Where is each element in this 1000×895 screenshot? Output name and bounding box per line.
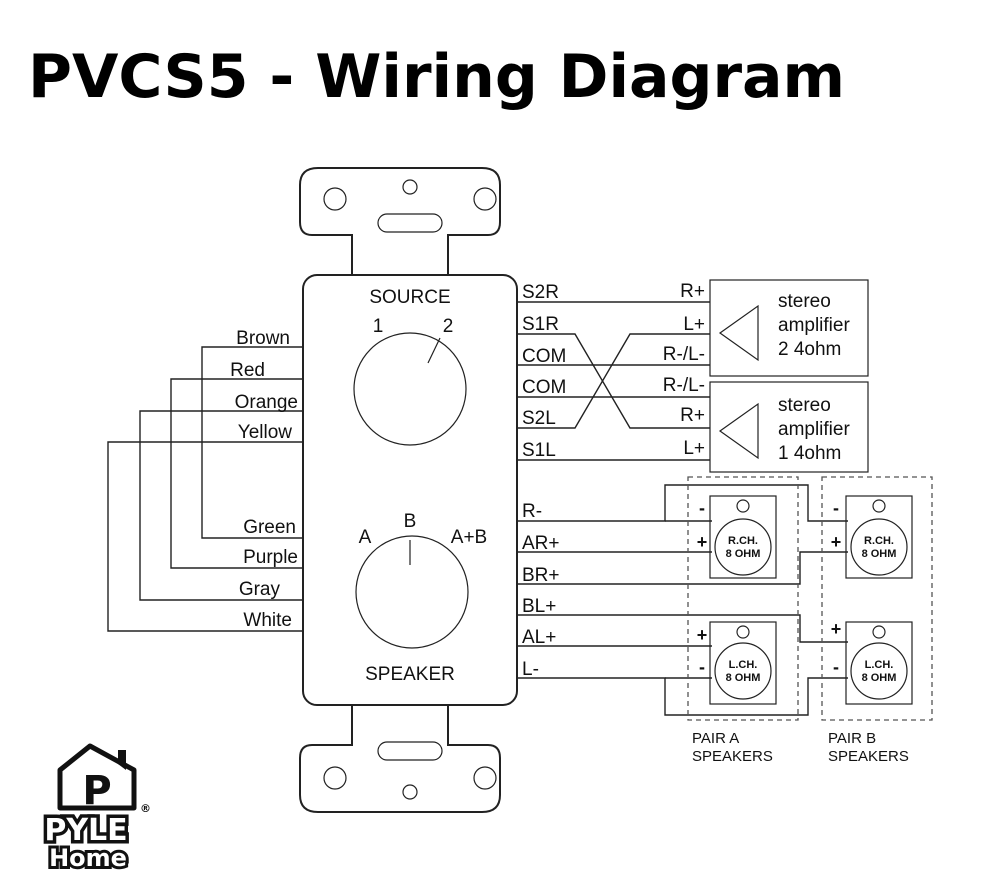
speaker-position-b: B [404,511,417,532]
terminal-s2r: S2R [522,282,559,303]
amp1-text-line3: 1 4ohm [778,443,841,464]
wire-label-white: White [243,610,292,631]
pair-b-right-label-1: R.CH. [864,535,894,547]
amp2-text-line1: stereo [778,291,831,312]
pair-b-right-plus: + [831,532,842,552]
amp1-text-line2: amplifier [778,419,850,440]
wire-label-gray: Gray [239,579,281,600]
wire-label-brown: Brown [236,328,290,349]
amp2-text-line3: 2 4ohm [778,339,841,360]
wall-plate [299,167,518,813]
speaker-terminals: R- AR+ BR+ BL+ AL+ L- [517,484,848,716]
amp2-input-lplus: L+ [683,314,705,335]
pair-b-left-plus: + [831,619,842,639]
terminal-com-1: COM [522,346,566,367]
pair-a-left-label-2: 8 OHM [726,672,761,684]
logo-registered: ® [140,802,151,815]
pair-a-right-label-2: 8 OHM [726,548,761,560]
terminal-s1l: S1L [522,440,556,461]
amp2-input-common: R-/L- [663,344,705,365]
page-title: PVCS5 - Wiring Diagram [28,42,845,112]
wire-label-green: Green [243,517,296,538]
pair-b-caption-1: PAIR B [828,730,876,747]
wire-label-orange: Orange [235,392,298,413]
wire-label-purple: Purple [243,547,298,568]
pair-a-right-label-1: R.CH. [728,535,758,547]
logo-brand: PYLE [44,813,127,848]
speaker-position-ab: A+B [451,527,487,548]
logo-letter: P [82,768,111,814]
amp1-input-rplus: R+ [680,405,705,426]
pair-a-caption-1: PAIR A [692,730,739,747]
terminal-r-minus: R- [522,501,542,522]
amp2-input-rplus: R+ [680,281,705,302]
pair-a-speakers: R.CH. 8 OHM - + L.CH. 8 OHM + - PAIR A S… [687,476,799,765]
amp1-text-line1: stereo [778,395,831,416]
pair-b-left-minus: - [833,657,839,677]
amp1-input-common: R-/L- [663,375,705,396]
pair-a-left-minus: - [699,657,705,677]
pair-a-left-plus: + [697,625,708,645]
pair-a-right-minus: - [699,498,705,518]
terminal-br-plus: BR+ [522,565,560,586]
pyle-home-logo: P PYLE ® Home [41,743,151,875]
terminal-com-2: COM [522,377,566,398]
pair-a-right-plus: + [697,532,708,552]
amp2-text-line2: amplifier [778,315,850,336]
pair-b-right-label-2: 8 OHM [862,548,897,560]
amp1-input-lplus: L+ [683,438,705,459]
left-wires: Brown Red Orange Yellow Green Purple Gra… [107,328,303,632]
terminal-s2l: S2L [522,408,556,429]
terminal-l-minus: L- [522,659,539,680]
terminal-al-plus: AL+ [522,627,556,648]
pair-b-left-label-1: L.CH. [865,659,894,671]
pair-b-speakers: R.CH. 8 OHM - + L.CH. 8 OHM + - PAIR B S… [821,476,933,765]
pair-b-left-label-2: 8 OHM [862,672,897,684]
pair-a-caption-2: SPEAKERS [692,748,773,765]
logo-sub: Home [49,844,127,872]
wire-label-yellow: Yellow [238,422,293,443]
wire-label-red: Red [230,360,265,381]
amplifier-1: R-/L- R+ L+ stereo amplifier 1 4ohm [663,375,869,473]
source-label: SOURCE [369,287,450,308]
source-knob: SOURCE 1 2 [353,287,467,446]
amplifier-2: R+ L+ R-/L- stereo amplifier 2 4ohm [663,279,869,377]
terminal-ar-plus: AR+ [522,533,560,554]
pair-b-caption-2: SPEAKERS [828,748,909,765]
terminal-bl-plus: BL+ [522,596,556,617]
source-position-1: 1 [373,316,384,337]
pair-b-right-minus: - [833,498,839,518]
source-terminals: S2R S1R COM COM S2L S1L [517,282,710,461]
source-position-2: 2 [443,316,454,337]
speaker-label: SPEAKER [365,664,455,685]
pair-a-left-label-1: L.CH. [729,659,758,671]
speaker-knob: A B A+B SPEAKER [355,511,487,685]
speaker-position-a: A [359,527,372,548]
terminal-s1r: S1R [522,314,559,335]
